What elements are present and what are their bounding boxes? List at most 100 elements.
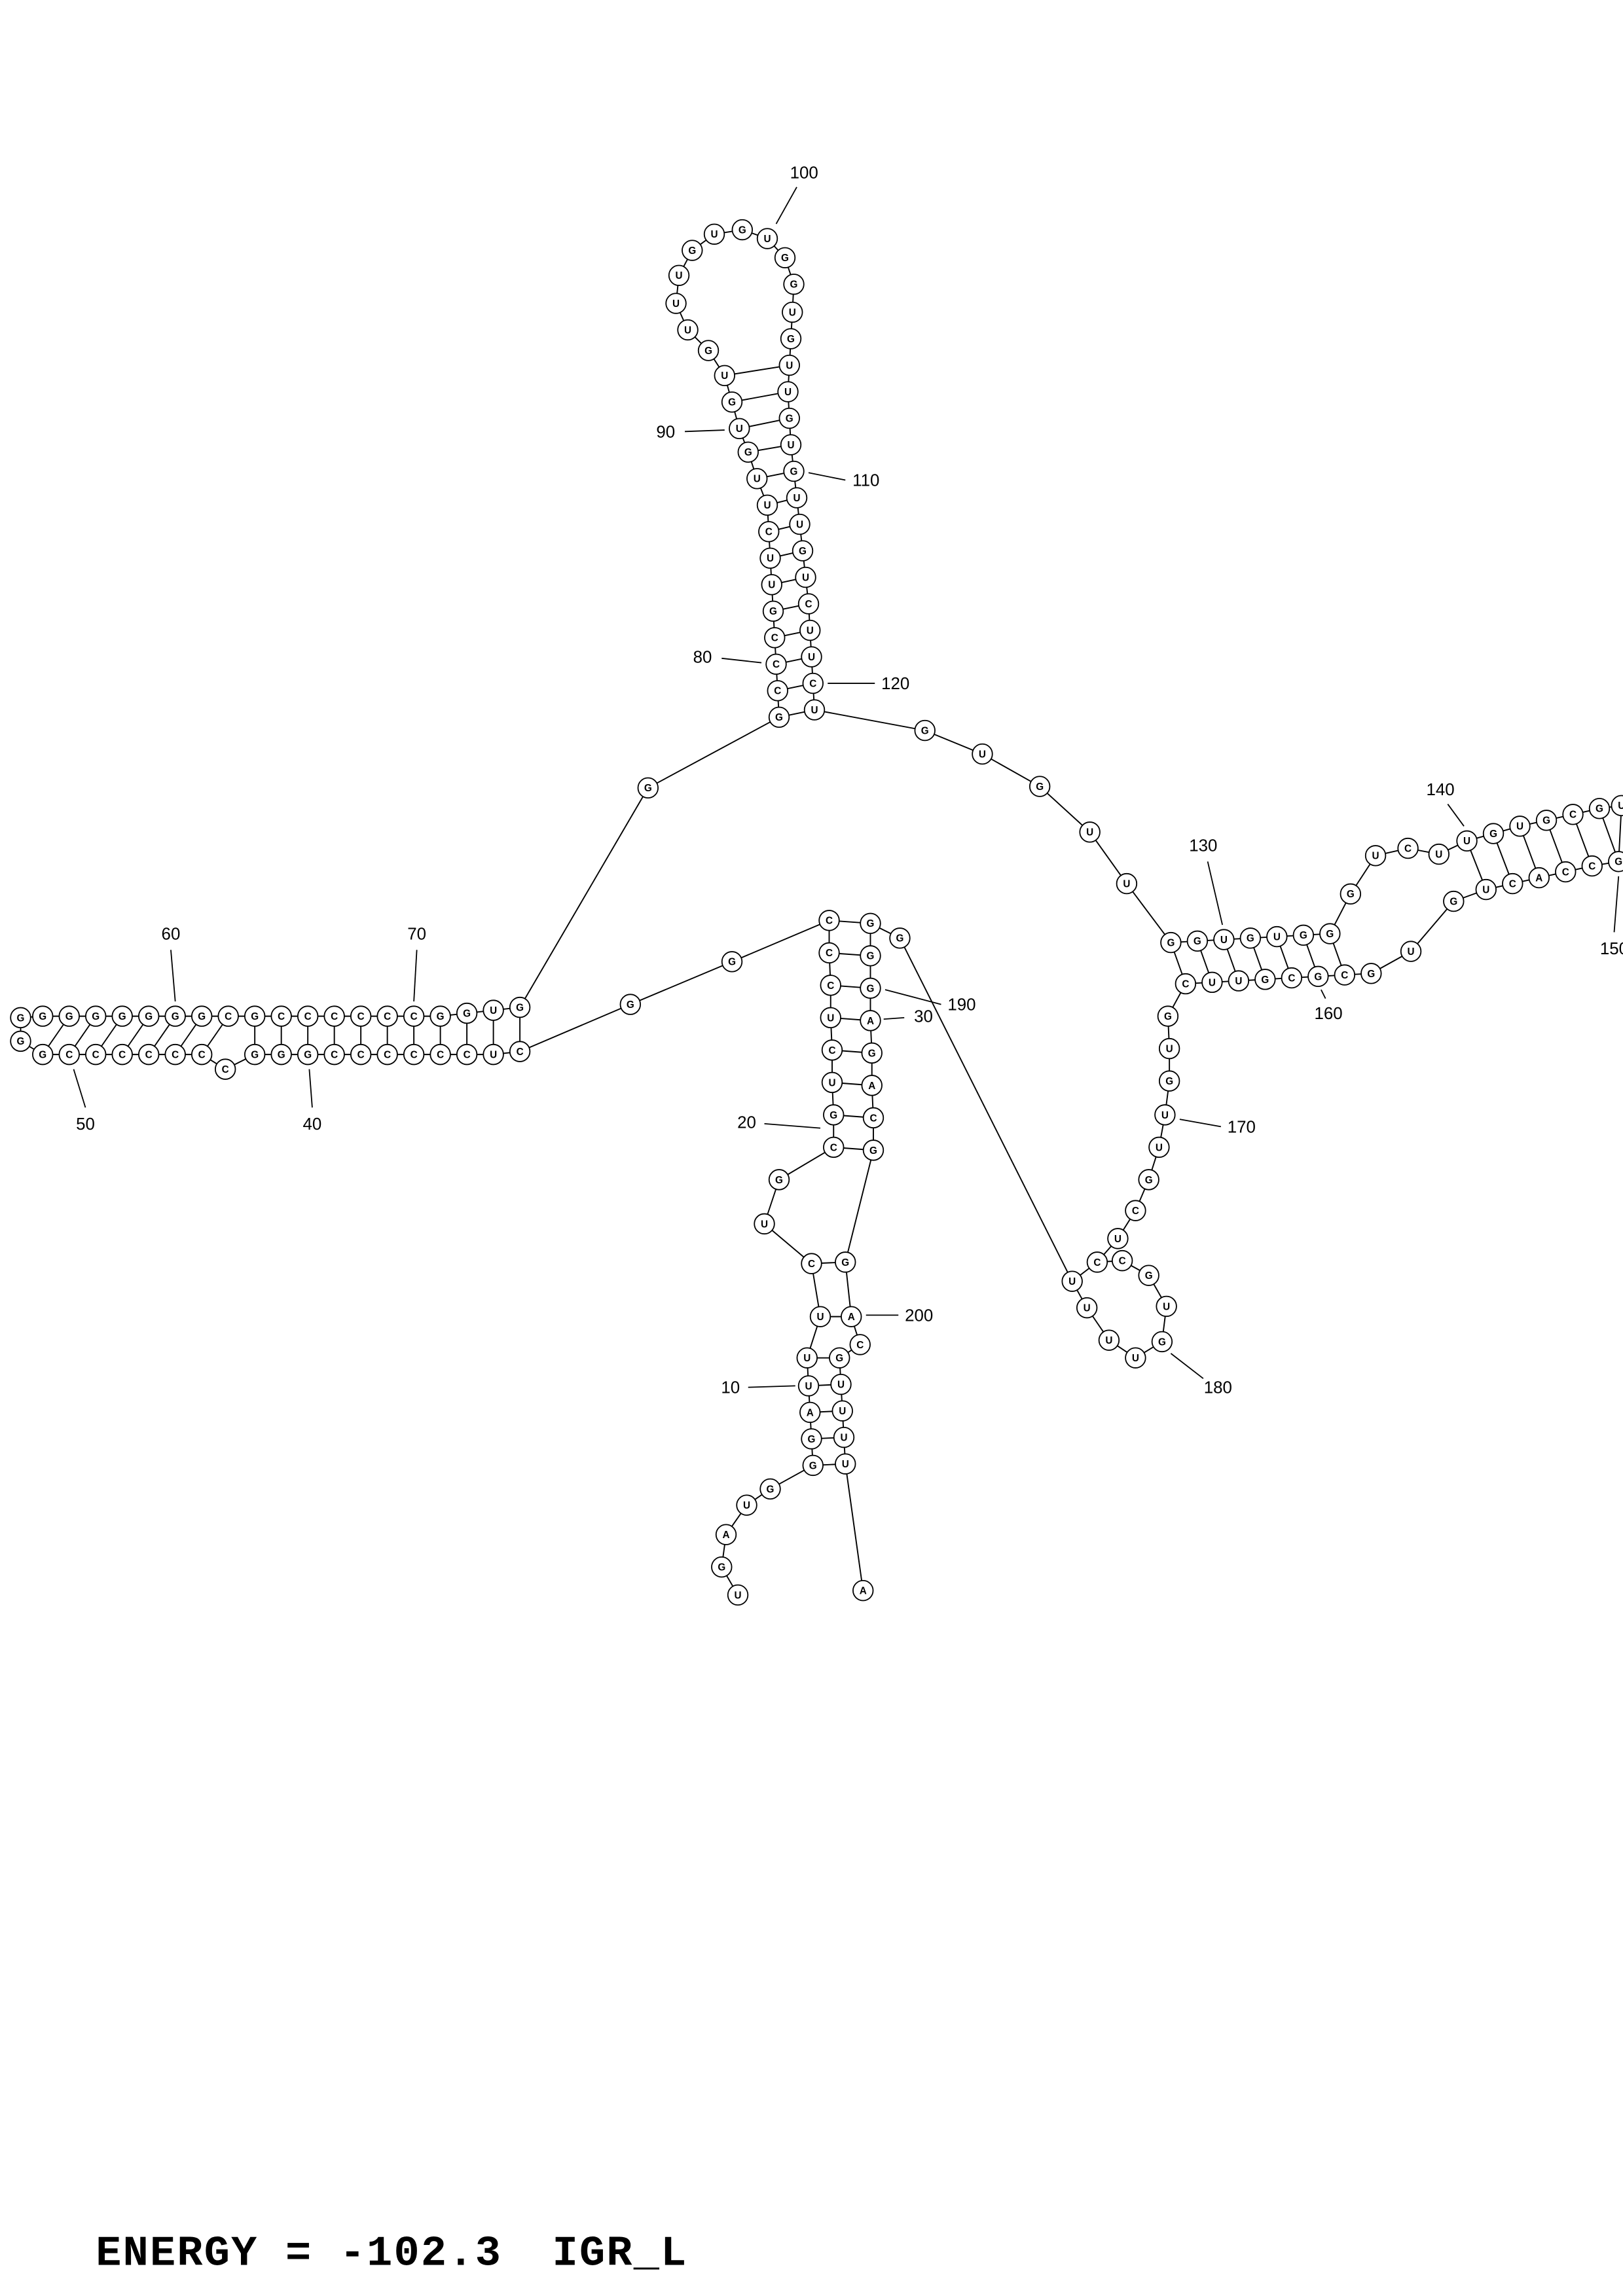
nucleotide-circle	[729, 418, 750, 439]
nucleotide-base: U	[1273, 932, 1281, 943]
nucleotide-circle	[731, 219, 753, 241]
position-label: 110	[852, 472, 879, 490]
position-label: 90	[656, 423, 675, 441]
nucleotide-circle	[835, 1251, 856, 1273]
nucleotide-circle	[1608, 851, 1623, 872]
nucleotide-base: C	[357, 1050, 365, 1061]
nucleotide-base: G	[1194, 936, 1201, 947]
nucleotide-base: U	[721, 370, 728, 382]
position-label: 120	[881, 675, 909, 693]
nucleotide-circle	[1588, 798, 1611, 819]
nucleotide-base: C	[1132, 1206, 1139, 1217]
nucleotide-base: G	[1164, 1011, 1172, 1022]
nucleotide-circle	[1364, 845, 1387, 867]
nucleotide-base: C	[384, 1011, 391, 1022]
nucleotide-circle	[802, 1454, 824, 1477]
nucleotide-base: G	[868, 1048, 876, 1059]
nucleotide-circle	[797, 1375, 820, 1397]
nucleotide-base: C	[808, 1259, 815, 1270]
nucleotide-circle	[774, 247, 796, 268]
nucleotide-base: U	[827, 1013, 834, 1024]
nucleotide-base: C	[410, 1011, 418, 1022]
backbone-line	[845, 1463, 864, 1591]
nucleotide-base: G	[92, 1011, 100, 1022]
nucleotide-circle	[1138, 1169, 1159, 1191]
nucleotide-circle	[1340, 883, 1362, 905]
nucleotide-base: U	[789, 307, 796, 318]
nucleotide-base: C	[92, 1050, 100, 1061]
nucleotide-circle	[778, 354, 800, 376]
nucleotide-base: C	[1182, 979, 1189, 990]
nucleotide-base: U	[767, 553, 774, 564]
nucleotide-circle	[801, 646, 822, 668]
nucleotide-base: G	[65, 1011, 73, 1022]
nucleotide-circle	[111, 1043, 133, 1066]
nucleotide-base: G	[809, 1460, 817, 1471]
nucleotide-base: C	[826, 948, 833, 959]
nucleotide-base: G	[251, 1011, 259, 1022]
nucleotide-base: G	[251, 1050, 259, 1061]
nucleotide-base: U	[796, 519, 803, 530]
nucleotide-base: C	[1404, 843, 1412, 854]
nucleotides: UGAUGGGAUUUCUGCGUCUCCCGGCUCCCCCCGGGCCCCC…	[10, 219, 1623, 1606]
nucleotide-circle	[1611, 795, 1623, 817]
nucleotide-base: G	[17, 1036, 25, 1047]
nucleotide-circle	[759, 1478, 781, 1500]
nucleotide-circle	[829, 1347, 850, 1369]
position-label: 10	[721, 1379, 740, 1397]
nucleotide-circle	[802, 672, 824, 694]
nucleotide-circle	[821, 1071, 843, 1094]
nucleotide-base: G	[744, 447, 752, 458]
nucleotide-base: U	[1372, 851, 1379, 862]
nucleotide-circle	[164, 1043, 186, 1066]
nucleotide-base: G	[1145, 1270, 1153, 1282]
nucleotide-base: U	[1166, 1044, 1173, 1055]
base-pair-line	[724, 365, 790, 376]
nucleotide-circle	[756, 494, 778, 516]
position-label-leader	[883, 1016, 905, 1020]
nucleotide-circle	[799, 1401, 821, 1424]
nucleotide-base: U	[808, 652, 815, 663]
backbone-line	[1410, 901, 1455, 952]
nucleotide-base: U	[805, 1381, 812, 1392]
nucleotide-base: U	[1435, 849, 1442, 860]
nucleotide-circle	[1186, 930, 1209, 952]
nucleotide-base: C	[765, 527, 773, 538]
nucleotide-base: G	[688, 245, 696, 257]
nucleotide-base: C	[809, 678, 816, 689]
nucleotide-circle	[756, 228, 778, 249]
nucleotide-circle	[10, 1030, 31, 1052]
position-label: 100	[790, 164, 818, 182]
nucleotide-circle	[138, 1005, 160, 1027]
nucleotide-base: C	[464, 1050, 471, 1061]
nucleotide-base: U	[736, 423, 743, 435]
nucleotide-base: G	[799, 546, 807, 557]
nucleotide-circle	[1397, 837, 1419, 859]
nucleotide-base: G	[1158, 1336, 1166, 1348]
nucleotide-base: C	[172, 1050, 179, 1061]
nucleotide-base: C	[145, 1050, 153, 1061]
nucleotide-base: U	[761, 1219, 768, 1230]
nucleotide-circle	[1079, 821, 1101, 843]
position-label-leader	[1447, 804, 1465, 827]
nucleotide-circle	[429, 1005, 451, 1027]
nucleotide-circle	[323, 1043, 345, 1066]
nucleotide-base: C	[869, 1113, 877, 1124]
nucleotide-circle	[403, 1043, 425, 1066]
nucleotide-base: G	[463, 1009, 471, 1020]
nucleotide-circle	[1061, 1270, 1083, 1292]
nucleotide-base: G	[1542, 816, 1550, 827]
position-label: 130	[1189, 837, 1217, 855]
nucleotide-circle	[835, 1453, 856, 1475]
nucleotide-circle	[782, 301, 803, 323]
nucleotide-circle	[191, 1043, 213, 1066]
nucleotide-circle	[350, 1005, 372, 1027]
nucleotide-base: C	[805, 599, 812, 610]
position-label-leader	[170, 950, 176, 1002]
backbone-line	[845, 1150, 874, 1263]
nucleotide-circle	[715, 1524, 737, 1545]
nucleotide-circle	[244, 1005, 266, 1027]
nucleotide-base: C	[1588, 861, 1596, 872]
nucleotide-base: C	[826, 916, 833, 927]
